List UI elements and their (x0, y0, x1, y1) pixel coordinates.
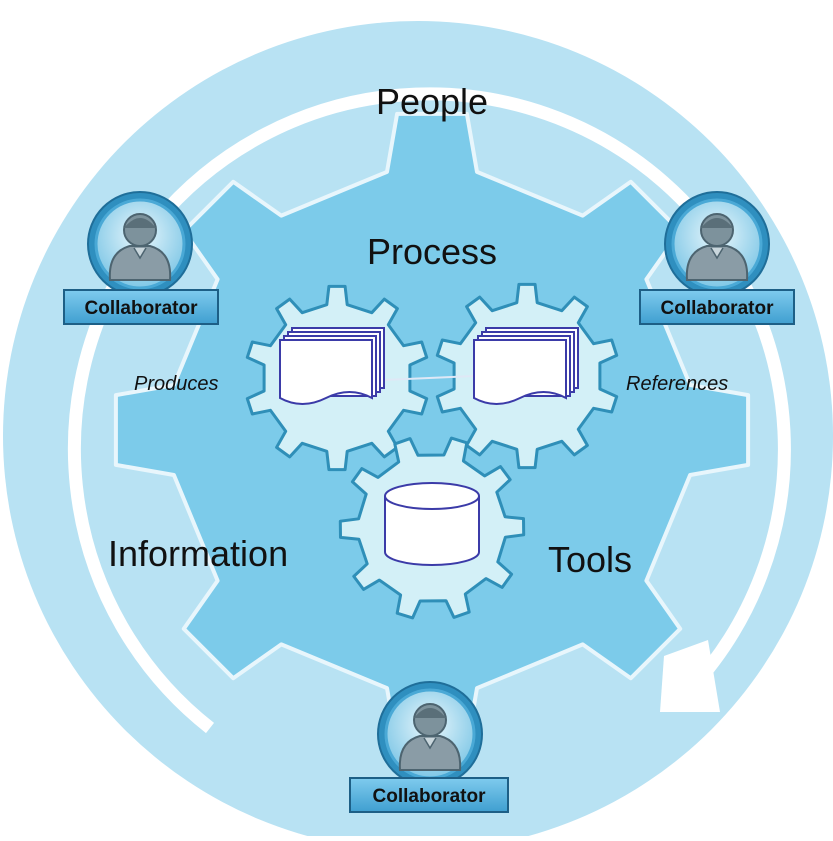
label-process: Process (367, 231, 497, 272)
person-icon (376, 680, 484, 788)
label-people: People (376, 81, 488, 122)
collaborator-bottom: Collaborator (349, 680, 509, 813)
big-gear (113, 111, 751, 749)
label-references: References (626, 373, 728, 395)
person-icon (86, 190, 194, 298)
collaborator-left: Collaborator (63, 190, 219, 325)
label-produces: Produces (134, 373, 219, 395)
collaborator-badge (349, 777, 509, 813)
collaborator-label: Collaborator (85, 298, 199, 319)
label-tools: Tools (548, 539, 632, 580)
collaborator-right: Collaborator (639, 190, 795, 325)
collaborator-badge (639, 289, 795, 325)
document-stack-icon-left (279, 327, 385, 405)
label-information: Information (108, 533, 288, 574)
document-connector (383, 375, 475, 381)
document-stack-icon-right (473, 327, 579, 405)
arrow-head-icon (660, 640, 720, 712)
collaborator-label: Collaborator (661, 298, 775, 319)
person-icon (663, 190, 771, 298)
circular-arrow-icon (67, 87, 791, 734)
database-icon (384, 482, 480, 566)
collaborator-label: Collaborator (373, 786, 487, 807)
collaborator-badge (63, 289, 219, 325)
